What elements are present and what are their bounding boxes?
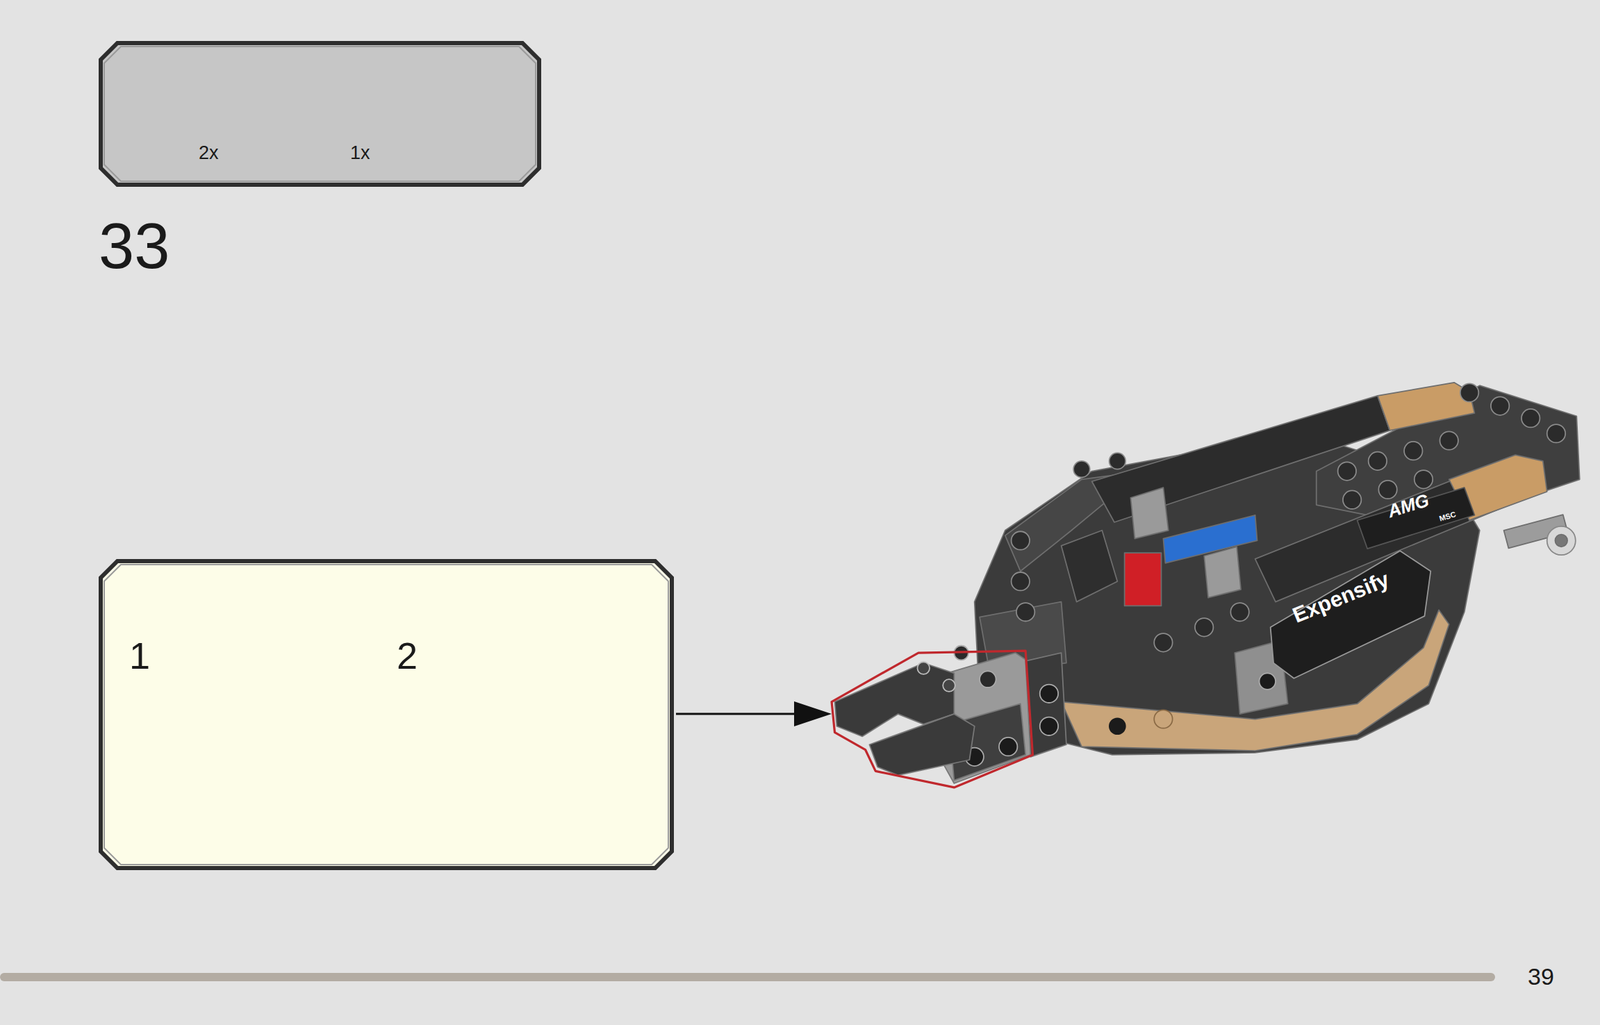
part-count: 1x bbox=[350, 143, 371, 163]
panel-border bbox=[100, 561, 672, 869]
panel-border bbox=[100, 43, 540, 185]
substep-number: 2 bbox=[396, 637, 418, 675]
car-model bbox=[831, 382, 1580, 788]
step-arrow bbox=[675, 701, 832, 727]
panel-inner-border bbox=[104, 564, 669, 865]
panel-inner-border bbox=[104, 46, 536, 182]
part-count: 2x bbox=[198, 143, 219, 163]
footer-bar bbox=[0, 973, 1496, 982]
page-number: 39 bbox=[1527, 965, 1555, 989]
panel-outline bbox=[98, 40, 542, 187]
substep-panel: 12 bbox=[98, 559, 674, 871]
substep-number: 1 bbox=[129, 637, 151, 675]
parts-panel: 2x 1x bbox=[98, 40, 542, 187]
step-number: 33 bbox=[98, 213, 170, 278]
panel-outline bbox=[98, 559, 674, 871]
